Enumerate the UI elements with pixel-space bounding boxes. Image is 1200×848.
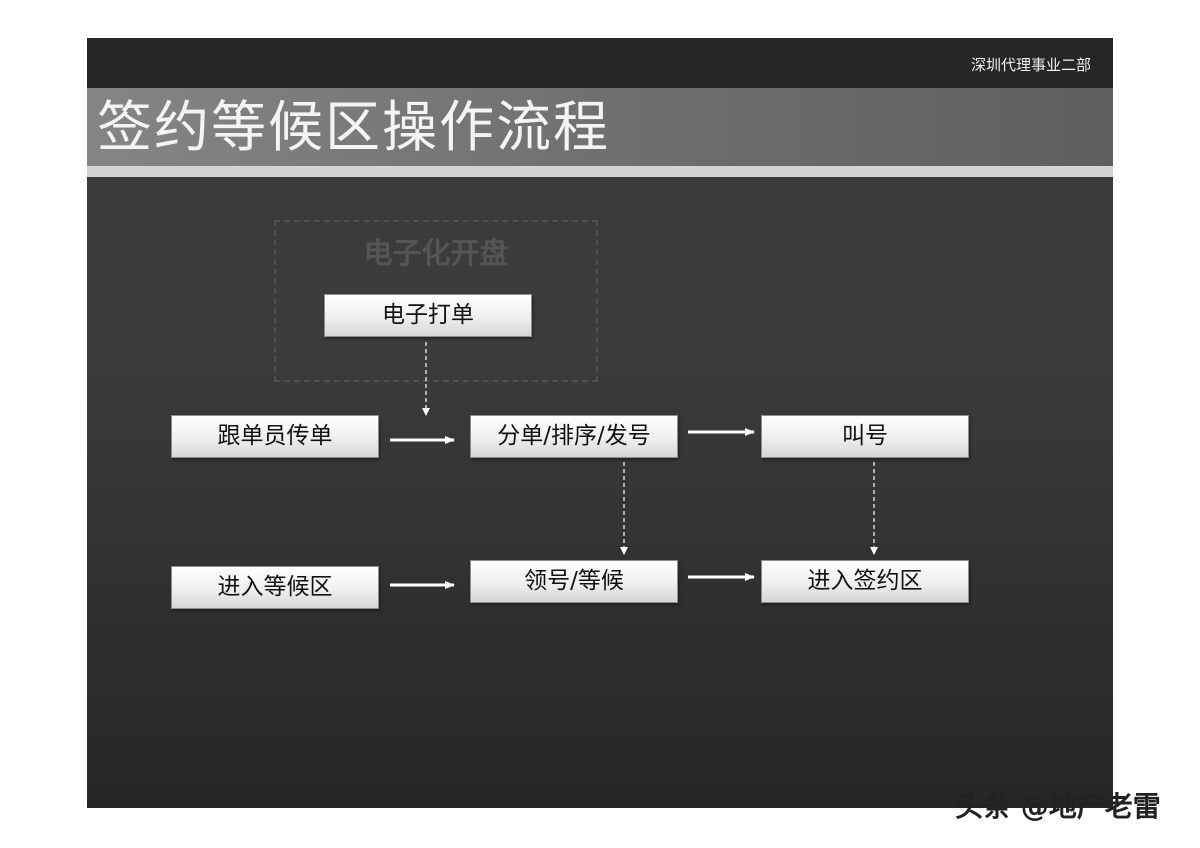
watermark: 头条 @地产老雷 [955, 790, 1161, 823]
node-sort-number: 分单/排序/发号 [470, 415, 678, 458]
title-bar: 签约等候区操作流程 [87, 88, 1113, 166]
company-name: 深圳代理事业二部 [970, 56, 1091, 74]
electronic-opening-group: 电子化开盘 [274, 220, 598, 382]
slide: 深圳代理事业二部 签约等候区操作流程 电子化开盘 电子打单 跟单员传单 分单/排… [87, 38, 1113, 808]
group-label: 电子化开盘 [363, 236, 509, 270]
flow-arrows [390, 342, 878, 589]
node-electronic-order: 电子打单 [324, 294, 532, 337]
top-bar: 深圳代理事业二部 [87, 38, 1113, 88]
node-enter-signing: 进入签约区 [761, 560, 969, 603]
title-divider [87, 166, 1113, 177]
node-take-number-wait: 领号/等候 [470, 560, 678, 603]
node-courier-pass: 跟单员传单 [171, 415, 379, 458]
node-call-number: 叫号 [761, 415, 969, 458]
node-enter-waiting: 进入等候区 [171, 566, 379, 609]
page-title: 签约等候区操作流程 [97, 95, 611, 159]
